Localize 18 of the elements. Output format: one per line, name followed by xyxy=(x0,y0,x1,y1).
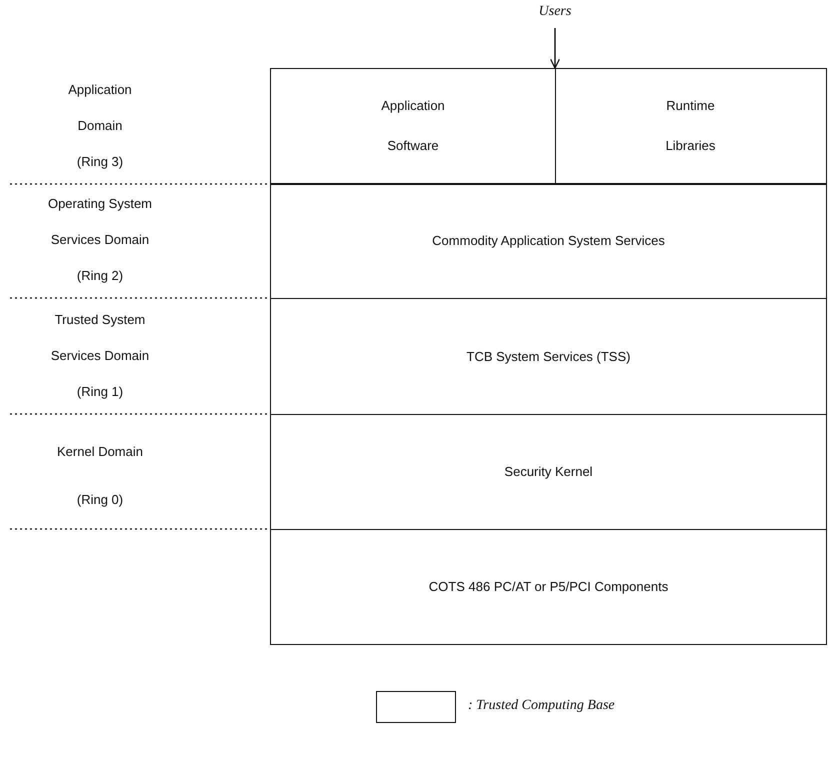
layer-row-box xyxy=(270,68,827,185)
layer-box: TCB System Services (TSS) xyxy=(270,298,827,415)
domain-label: (Ring 1) xyxy=(76,383,124,401)
layer-box: COTS 486 PC/AT or P5/PCI Components xyxy=(270,529,827,645)
domain-label: (Ring 0) xyxy=(76,491,124,509)
domain-label: (Ring 3) xyxy=(76,153,124,171)
users-label: Users xyxy=(525,4,585,26)
layer-box: Security Kernel xyxy=(270,414,827,530)
arrow xyxy=(550,28,560,69)
domain-label: Trusted System Services Domain xyxy=(50,311,150,365)
layer-cell: Runtime Libraries xyxy=(556,69,825,183)
layer-cell: Application Software xyxy=(271,69,556,183)
legend-text: : Trusted Computing Base xyxy=(468,698,615,714)
domain-label: Kernel Domain xyxy=(56,443,144,461)
domain-label: Application Domain xyxy=(67,81,133,135)
domain-label: (Ring 2) xyxy=(76,267,124,285)
layer-box: Commodity Application System Services xyxy=(270,183,827,299)
domain-label: Operating System Services Domain xyxy=(46,195,154,249)
